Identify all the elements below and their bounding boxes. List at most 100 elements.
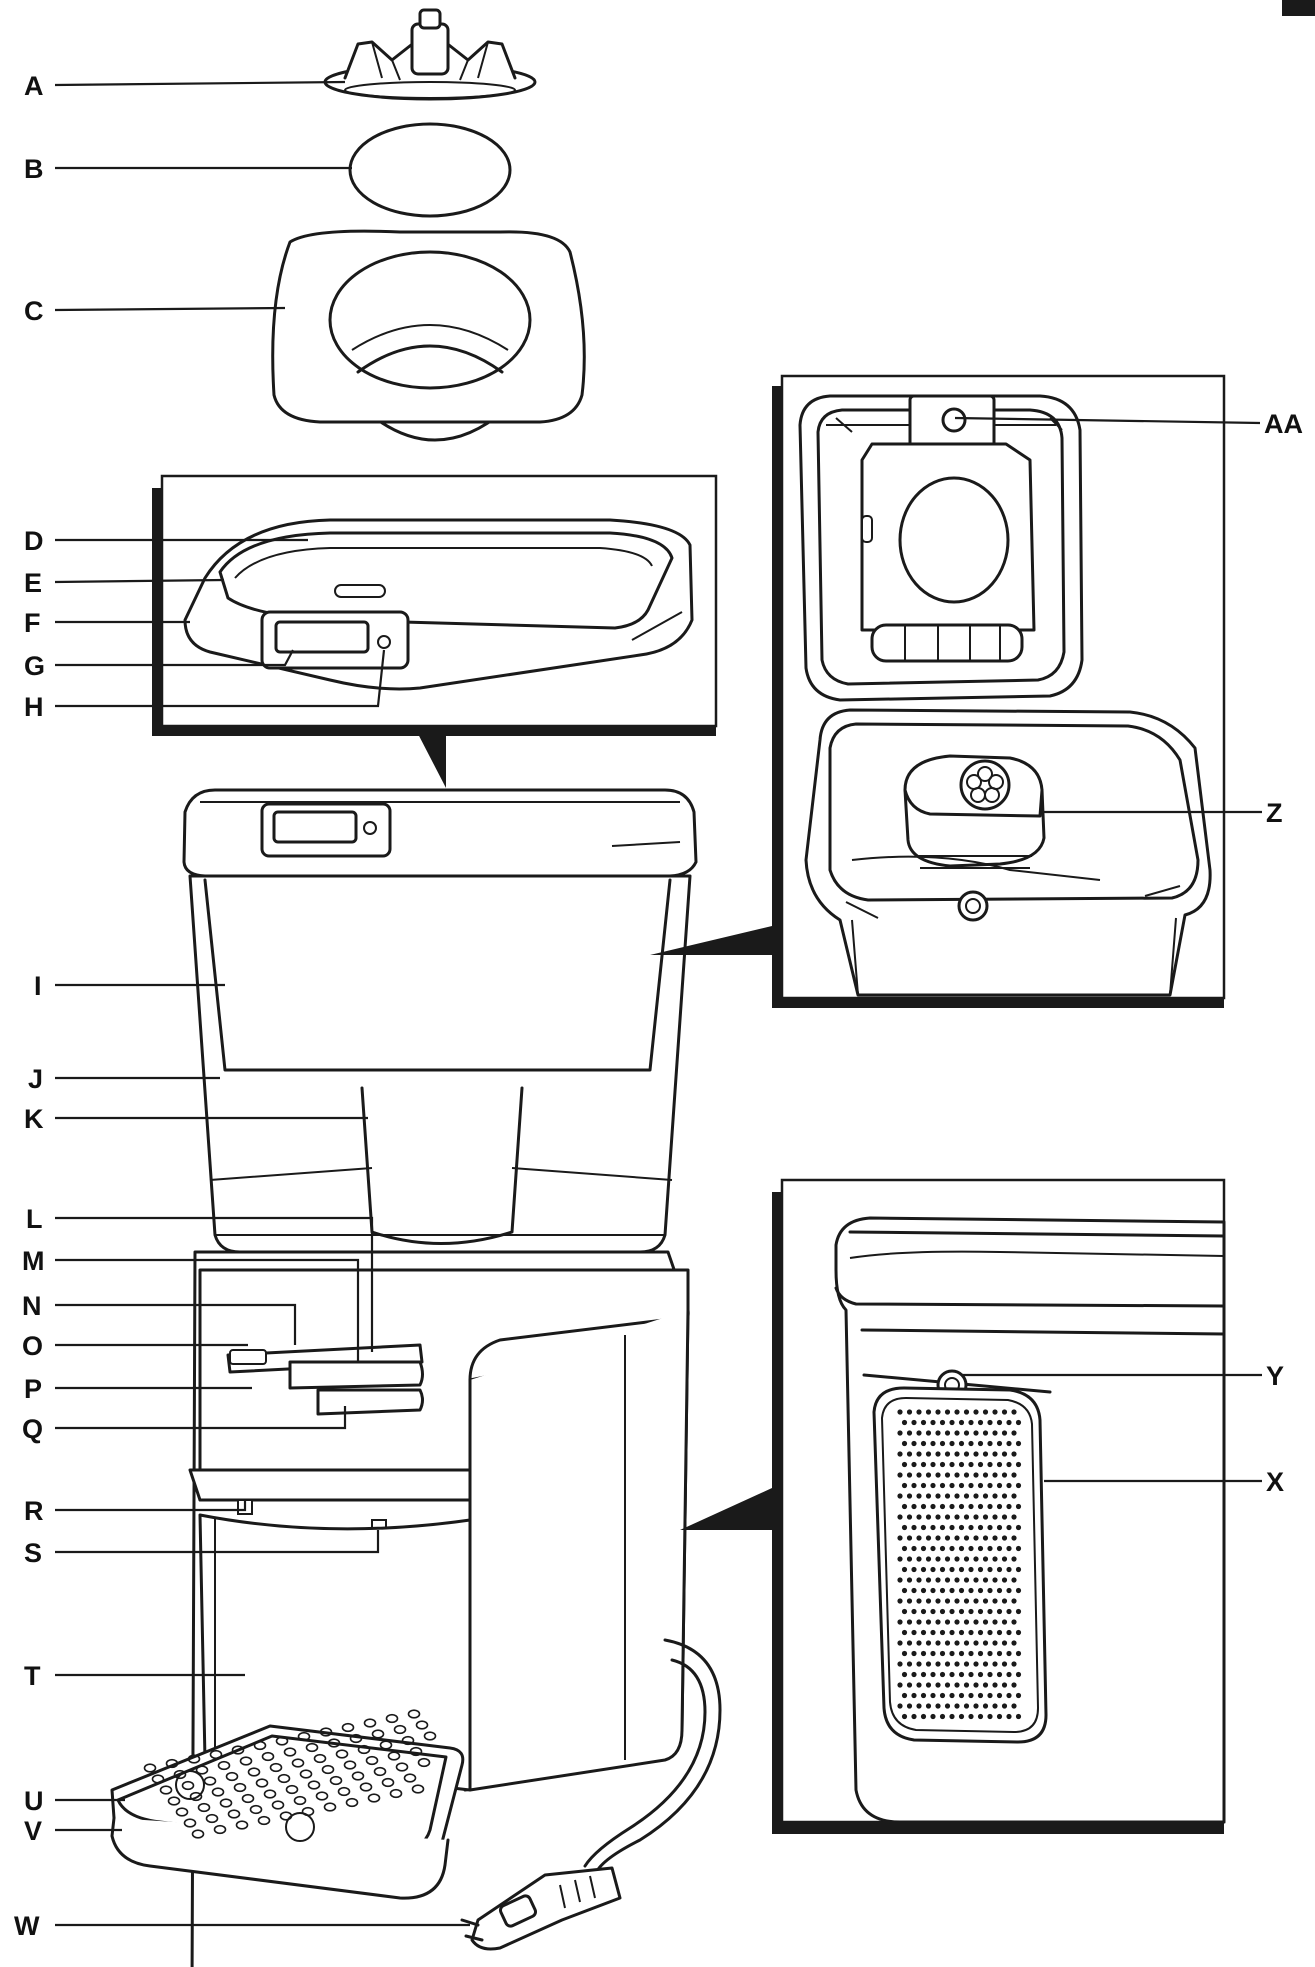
grille-dot: [906, 1556, 913, 1562]
label-i: I: [34, 971, 42, 1001]
grille-dot: [973, 1556, 979, 1562]
grille-dot: [925, 1451, 932, 1457]
grille-dot: [958, 1440, 965, 1447]
grille-dot: [987, 1482, 993, 1489]
tray-hole: [279, 1811, 293, 1821]
grille-dot: [897, 1514, 903, 1520]
grille-dot: [944, 1493, 951, 1499]
grille-dot: [916, 1493, 922, 1499]
grille-dot: [906, 1661, 913, 1667]
grille-dot: [925, 1514, 932, 1520]
grille-dot: [963, 1598, 970, 1604]
grille-dot: [901, 1440, 908, 1447]
grille-dot: [973, 1619, 979, 1625]
grille-dot: [1015, 1566, 1022, 1573]
grille-dot: [977, 1650, 984, 1657]
grille-dot: [1001, 1577, 1008, 1583]
grille-dot: [939, 1692, 946, 1699]
grille-dot: [987, 1692, 993, 1699]
grille-dot: [911, 1545, 917, 1552]
grille-dot: [992, 1682, 998, 1688]
grille-dot: [939, 1650, 946, 1657]
grille-dot: [1011, 1682, 1017, 1688]
tray-hole: [249, 1804, 263, 1815]
grille-dot: [911, 1440, 917, 1447]
grille-dot: [1006, 1629, 1012, 1636]
tray-hole: [219, 1798, 233, 1808]
grille-dot: [987, 1440, 993, 1447]
grille-dot: [1015, 1587, 1022, 1594]
grille-dot: [897, 1472, 903, 1478]
tray-hole: [277, 1773, 291, 1784]
grille-dot: [996, 1608, 1003, 1615]
tray-hole: [183, 1818, 197, 1828]
grille-dot: [906, 1682, 913, 1688]
label-b: B: [24, 154, 44, 184]
label-j: J: [28, 1064, 43, 1094]
tray-hole: [411, 1784, 425, 1794]
tray-hole: [373, 1766, 387, 1777]
tray-hole: [235, 1820, 249, 1830]
tray-hole: [217, 1760, 231, 1771]
grille-dot: [930, 1629, 936, 1636]
grille-dot: [977, 1482, 984, 1489]
part-c-funnel: [271, 229, 586, 442]
grille-dot: [1006, 1587, 1012, 1594]
grille-dot: [944, 1577, 951, 1583]
tray-hole: [197, 1802, 211, 1813]
grille-dot: [1011, 1493, 1017, 1499]
grille-dot: [935, 1703, 941, 1709]
grille-dot: [1006, 1524, 1012, 1531]
tray-hole: [389, 1788, 403, 1799]
grille-dot: [982, 1577, 989, 1583]
grille-dot: [949, 1482, 955, 1489]
grille-dot: [1015, 1650, 1022, 1657]
grille-dot: [944, 1430, 951, 1436]
grille-dot: [1001, 1493, 1008, 1499]
grille-dot: [973, 1682, 979, 1688]
grille-dot: [897, 1682, 903, 1688]
grille-dot: [996, 1650, 1003, 1657]
grille-dot: [1015, 1461, 1022, 1468]
grille-dot: [949, 1587, 955, 1594]
grille-dot: [939, 1713, 946, 1720]
grille-dot: [958, 1587, 965, 1594]
grille-dot: [973, 1493, 979, 1499]
grille-dot: [1001, 1682, 1008, 1688]
label-z: Z: [1266, 798, 1283, 828]
grille-dot: [982, 1409, 989, 1415]
grille-dot: [935, 1535, 941, 1541]
tray-hole: [415, 1720, 429, 1730]
label-e: E: [24, 568, 42, 598]
label-u: U: [24, 1786, 44, 1816]
grille-dot: [939, 1482, 946, 1489]
grille-dot: [911, 1461, 917, 1468]
grille-dot: [897, 1703, 903, 1709]
grille-dot: [982, 1451, 989, 1457]
grille-dot: [925, 1430, 932, 1436]
grille-dot: [973, 1640, 979, 1646]
grille-dot: [987, 1671, 993, 1678]
tray-hole: [343, 1760, 357, 1770]
grille-dot: [916, 1556, 922, 1562]
grille-dot: [958, 1671, 965, 1678]
grille-dot: [935, 1661, 941, 1667]
grille-dot: [968, 1419, 974, 1426]
grille-dot: [906, 1577, 913, 1583]
grille-dot: [987, 1566, 993, 1573]
grille-dot: [911, 1629, 917, 1636]
grille-dot: [996, 1440, 1003, 1447]
grille-dot: [954, 1451, 960, 1457]
grille-dot: [911, 1419, 917, 1426]
tray-hole: [393, 1724, 407, 1735]
grille-dot: [901, 1461, 908, 1468]
grille-dot: [982, 1430, 989, 1436]
grille-dot: [930, 1503, 936, 1510]
grille-dot: [996, 1503, 1003, 1510]
grille-dot: [1006, 1608, 1012, 1615]
grille-dot: [935, 1598, 941, 1604]
grille-dot: [982, 1682, 989, 1688]
grille-dot: [1006, 1650, 1012, 1657]
grille-dot: [944, 1598, 951, 1604]
grille-dot: [987, 1419, 993, 1426]
